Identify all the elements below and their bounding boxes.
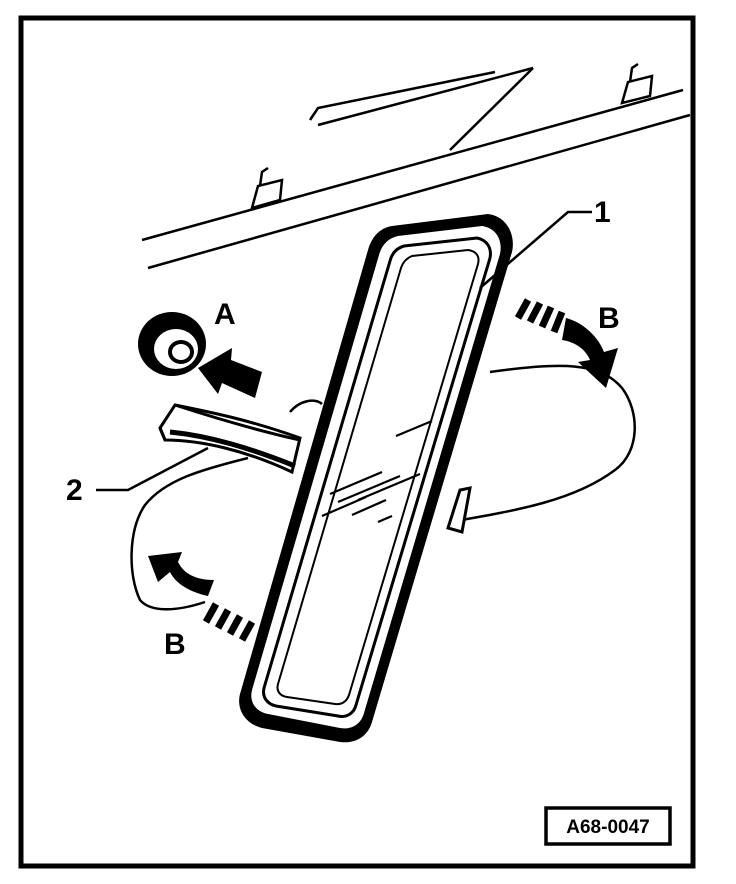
arrow-b-right [514,298,618,388]
outer-frame [18,15,696,869]
rotation-path-outline [130,364,636,611]
glass-reflection-marks [321,419,433,524]
mirror-arm [158,403,302,475]
mirror-rear-tab [446,486,472,534]
label-part-1: 1 [594,196,611,229]
label-arrow-a: A [214,298,236,331]
mounting-button [138,312,206,376]
arrow-a [198,348,262,398]
label-arrow-b-right: B [598,302,620,335]
label-part-2: 2 [66,474,83,507]
figure-code-box [544,806,672,846]
windshield-clip-left [250,166,284,210]
figure-code: A68-0047 [566,817,649,838]
windshield-outline [141,66,691,270]
arrow-b-left [148,552,256,642]
leader-lines [96,210,592,492]
windshield-clip-right [620,62,654,105]
label-arrow-b-left: B [164,628,186,661]
mirror [239,214,513,743]
